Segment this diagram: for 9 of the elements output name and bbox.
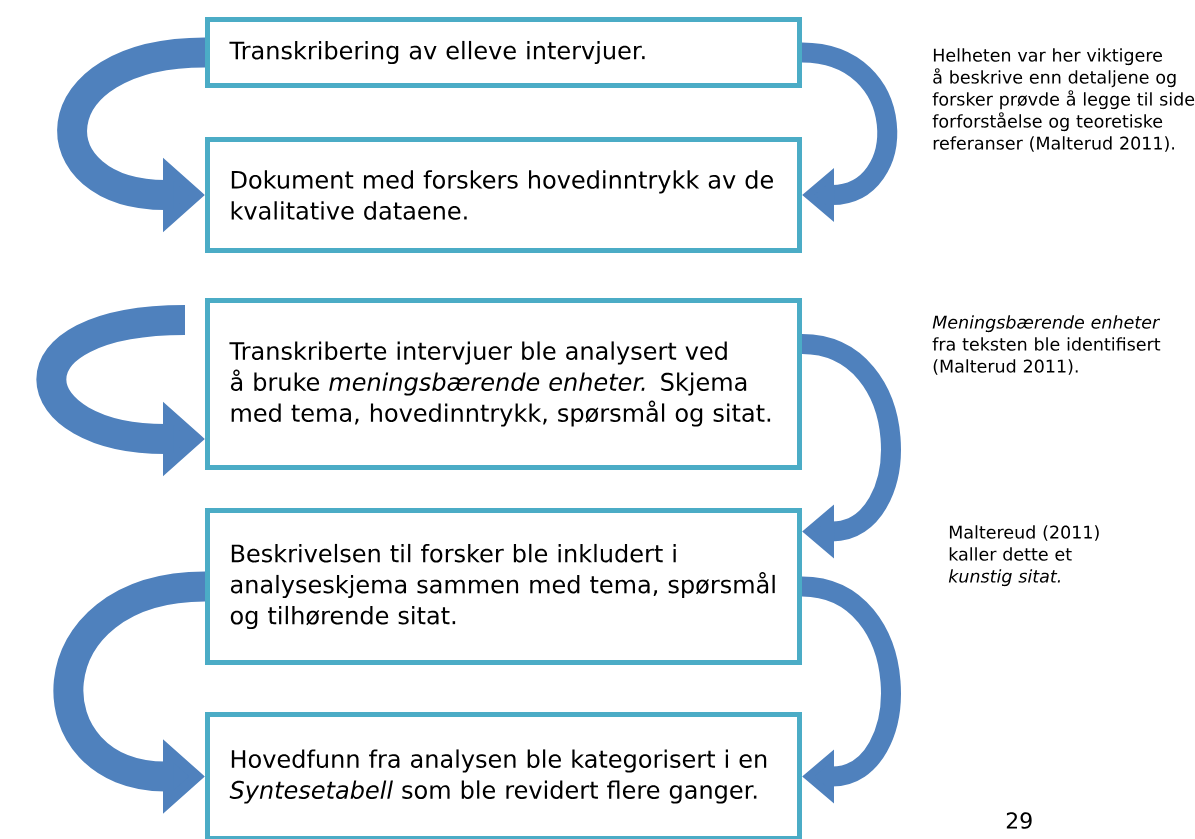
note-text: Maltereud (2011) kaller dette et kunstig sitat. [948, 525, 1099, 587]
process-box: Transkriberte intervjuer ble analysert ved å bruke meningsbærende enheter. Skjema med tema, hovedinntrykk, spørsmål og sitat. [205, 298, 802, 470]
process-box: Transkribering av elleve intervjuer. [205, 17, 802, 88]
note-text: Meningsbærende enheter fra teksten ble identifisert (Malterud 2011). [932, 315, 1161, 375]
process-box: Beskrivelsen til forsker ble inkludert i analyseskjema sammen med tema, spørsmål og tilhørende sitat. [205, 508, 802, 665]
note-text: Helheten var her viktigere å beskrive enn detaljene og forsker prøvde å legge til side forforståelse og teoretiske referanser (Malterud 2011). [932, 48, 1195, 152]
note-text: 29 [1006, 812, 1032, 829]
process-box: Dokument med forskers hovedinntrykk av de kvalitative dataene. [205, 137, 802, 253]
process-box: Hovedfunn fra analysen ble kategorisert i en Syntesetabell som ble revidert flere ganger. [205, 712, 802, 839]
